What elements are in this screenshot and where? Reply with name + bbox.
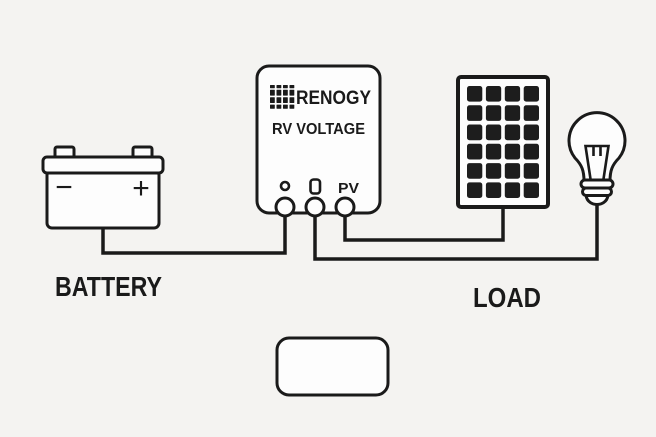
battery-positive-sign: + [132,172,150,205]
led-indicator-icon [279,180,291,192]
load-wire [313,199,599,261]
pv-terminal [334,196,356,218]
usb-port-icon [309,178,322,195]
bulb-filament-ticks [592,146,602,156]
solar-panel-symbol [456,75,550,209]
pv-wire [343,203,505,242]
load-terminal [304,196,326,218]
bulb-base-cap [584,194,610,207]
pv-port-label: PV [338,181,359,197]
model-name: RV VOLTAGE [272,121,365,138]
charge-controller: RENOGY RV VOLTAGE PV [255,64,382,218]
bulb-filament [583,144,611,180]
battery-negative-sign: − [55,171,73,204]
battery-terminal [274,196,296,218]
light-bulb-icon [567,111,627,207]
legend-box [275,336,390,397]
load-label: LOAD [473,282,541,313]
brand-name: RENOGY [296,88,371,109]
battery-lid [41,155,165,175]
renogy-logo-icon [270,85,295,109]
battery-wire [101,207,287,255]
battery-symbol: − + [41,145,165,230]
solar-panel-cells [467,86,539,198]
battery-label: BATTERY [55,271,162,302]
wires [101,199,599,261]
